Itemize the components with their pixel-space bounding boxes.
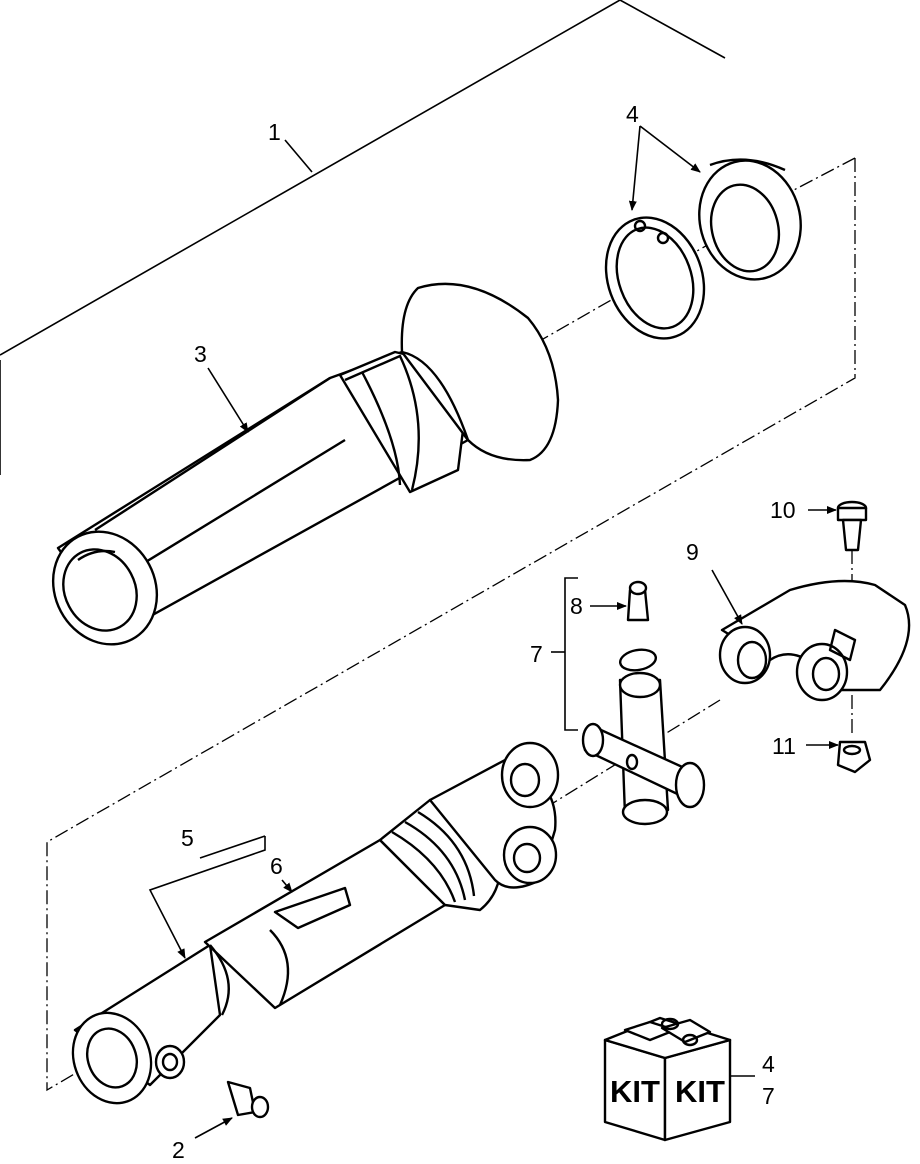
callout-6: 6 xyxy=(270,853,283,879)
assembly-outline-frame xyxy=(0,0,726,475)
callout-4: 4 xyxy=(626,101,639,127)
inner-shaft-part xyxy=(71,741,560,1105)
kit-label-right-face: KIT xyxy=(675,1074,725,1109)
callout-5: 5 xyxy=(181,825,194,851)
kit-ref-callout-b: 7 xyxy=(762,1083,775,1109)
decal-label-shape xyxy=(273,886,352,930)
callout-10: 10 xyxy=(770,497,796,523)
callout-3: 3 xyxy=(194,341,207,367)
yoke-part xyxy=(718,579,911,702)
callout-labels: 1 2 3 4 5 6 7 8 9 10 11 4 7 xyxy=(172,101,796,1163)
callout-7: 7 xyxy=(530,641,543,667)
callout-11: 11 xyxy=(772,733,796,759)
kit-ref-callout-a: 4 xyxy=(762,1051,775,1077)
retaining-clip-part xyxy=(618,648,658,672)
bearing-ring-part xyxy=(698,158,802,281)
callout-8: 8 xyxy=(570,593,583,619)
outer-tube-part xyxy=(51,282,560,646)
leader-lines xyxy=(148,125,839,1139)
nut-part xyxy=(836,740,872,774)
callout-9: 9 xyxy=(686,539,699,565)
callout-2: 2 xyxy=(172,1137,185,1163)
grease-fitting-top-part xyxy=(626,580,650,622)
snap-ring-part xyxy=(604,216,706,340)
callout-1: 1 xyxy=(268,119,281,145)
kit-label-left-face: KIT xyxy=(610,1074,660,1109)
kit-box-illustration: KIT KIT xyxy=(603,1016,732,1142)
u-joint-cross-part xyxy=(581,671,706,826)
bolt-part xyxy=(836,500,868,735)
grease-fitting-bottom-part xyxy=(226,1080,270,1119)
